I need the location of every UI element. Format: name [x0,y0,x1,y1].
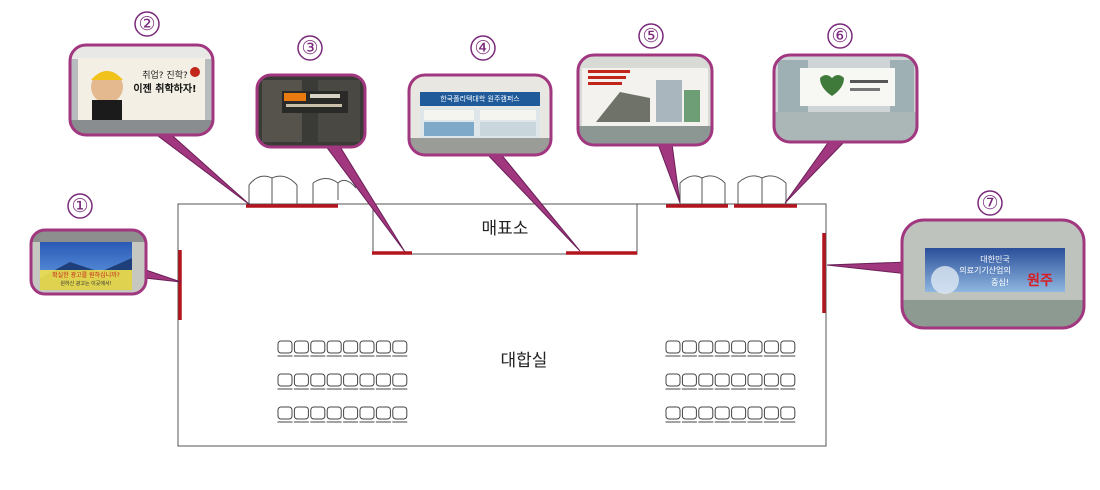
seat [277,406,293,420]
seat [293,406,309,420]
seat [714,373,730,387]
seat [665,340,681,354]
svg-text:①: ① [71,195,88,217]
seat [747,373,763,387]
seat [763,406,779,420]
photo7-line2: 의료기기산업의 [959,265,1011,275]
seat [665,373,681,387]
seat [665,406,681,420]
seat [310,406,326,420]
svg-text:③: ③ [301,37,318,59]
number-badge-3: ③ [297,35,323,61]
ad-markers [178,204,826,320]
seating-area [277,340,796,423]
seat [763,373,779,387]
seat [326,373,342,387]
seat [310,373,326,387]
seat [277,340,293,354]
callout-photo-7: 대한민국 의료기기산업의 중심! 원주 [900,218,1086,330]
photo2-line2: 이젠 취학하자! [133,82,196,95]
ticket-office-box: 매표소 [372,203,638,255]
svg-text:②: ② [138,13,155,35]
seat [392,373,408,387]
photo7-line1: 대한민국 [980,254,1009,264]
seat [343,340,359,354]
seat [359,340,375,354]
photo7-line4: 원주 [1027,273,1053,289]
svg-text:④: ④ [474,37,491,59]
seat [293,340,309,354]
number-badge-7: ⑦ [977,190,1003,216]
door-right-2 [737,175,787,204]
callout-photo-1: 확실한 광고를 원하십니까? 원하신 광고는 이곳에서! [29,228,148,296]
seat [375,373,391,387]
doors [248,175,787,204]
photo2-line1: 취업? 진학? [142,70,188,81]
pointer-5 [657,143,681,204]
seat [714,406,730,420]
door-left-1 [248,175,298,204]
seat [698,373,714,387]
svg-text:⑦: ⑦ [981,192,998,214]
seat [780,340,796,354]
callout-photo-4: 한국폴리텍대학 원주캠퍼스 [407,73,553,157]
seat [747,340,763,354]
seat [681,406,697,420]
door-right-1 [679,175,726,204]
seat [392,406,408,420]
seat [698,340,714,354]
seat [681,340,697,354]
number-badge-5: ⑤ [638,23,664,49]
seat [763,340,779,354]
waiting-room-label: 대합실 [501,351,548,371]
seat [698,406,714,420]
callout-photo-2: 취업? 진학? 이젠 취학하자! [68,43,215,137]
seat [780,373,796,387]
seat [326,340,342,354]
seat [375,340,391,354]
callout-photo-6 [772,53,919,144]
seat [359,373,375,387]
callout-numbers: ① ② ③ ④ ⑤ ⑥ ⑦ [67,11,1003,219]
seat [731,406,747,420]
svg-text:⑥: ⑥ [831,25,848,47]
number-badge-2: ② [134,11,160,37]
door-left-2 [312,178,357,204]
seat [392,340,408,354]
number-badge-1: ① [67,193,93,219]
seat [731,340,747,354]
photo1-line1: 확실한 광고를 원하십니까? [52,271,120,279]
seat [293,373,309,387]
ticket-office-label: 매표소 [482,219,529,239]
pointer-2 [148,129,251,206]
number-badge-4: ④ [470,35,496,61]
callout-photo-5 [576,53,714,147]
seat [326,406,342,420]
seat [343,373,359,387]
seat [343,406,359,420]
callout-photo-3 [255,73,367,149]
photo4-sign: 한국폴리텍대학 원주캠퍼스 [440,94,520,103]
photo7-line3: 중심! [991,277,1009,287]
pointer-6 [784,139,848,204]
seat [359,406,375,420]
seat [714,340,730,354]
pointer-7 [826,261,909,275]
seat [747,406,763,420]
callout-pointers [139,129,909,283]
seat [731,373,747,387]
photo1-line2: 원하신 광고는 이곳에서! [60,280,111,287]
seat [681,373,697,387]
seat [780,406,796,420]
seat [310,340,326,354]
seat [375,406,391,420]
number-badge-6: ⑥ [827,23,853,49]
svg-text:⑤: ⑤ [642,25,659,47]
seat [277,373,293,387]
